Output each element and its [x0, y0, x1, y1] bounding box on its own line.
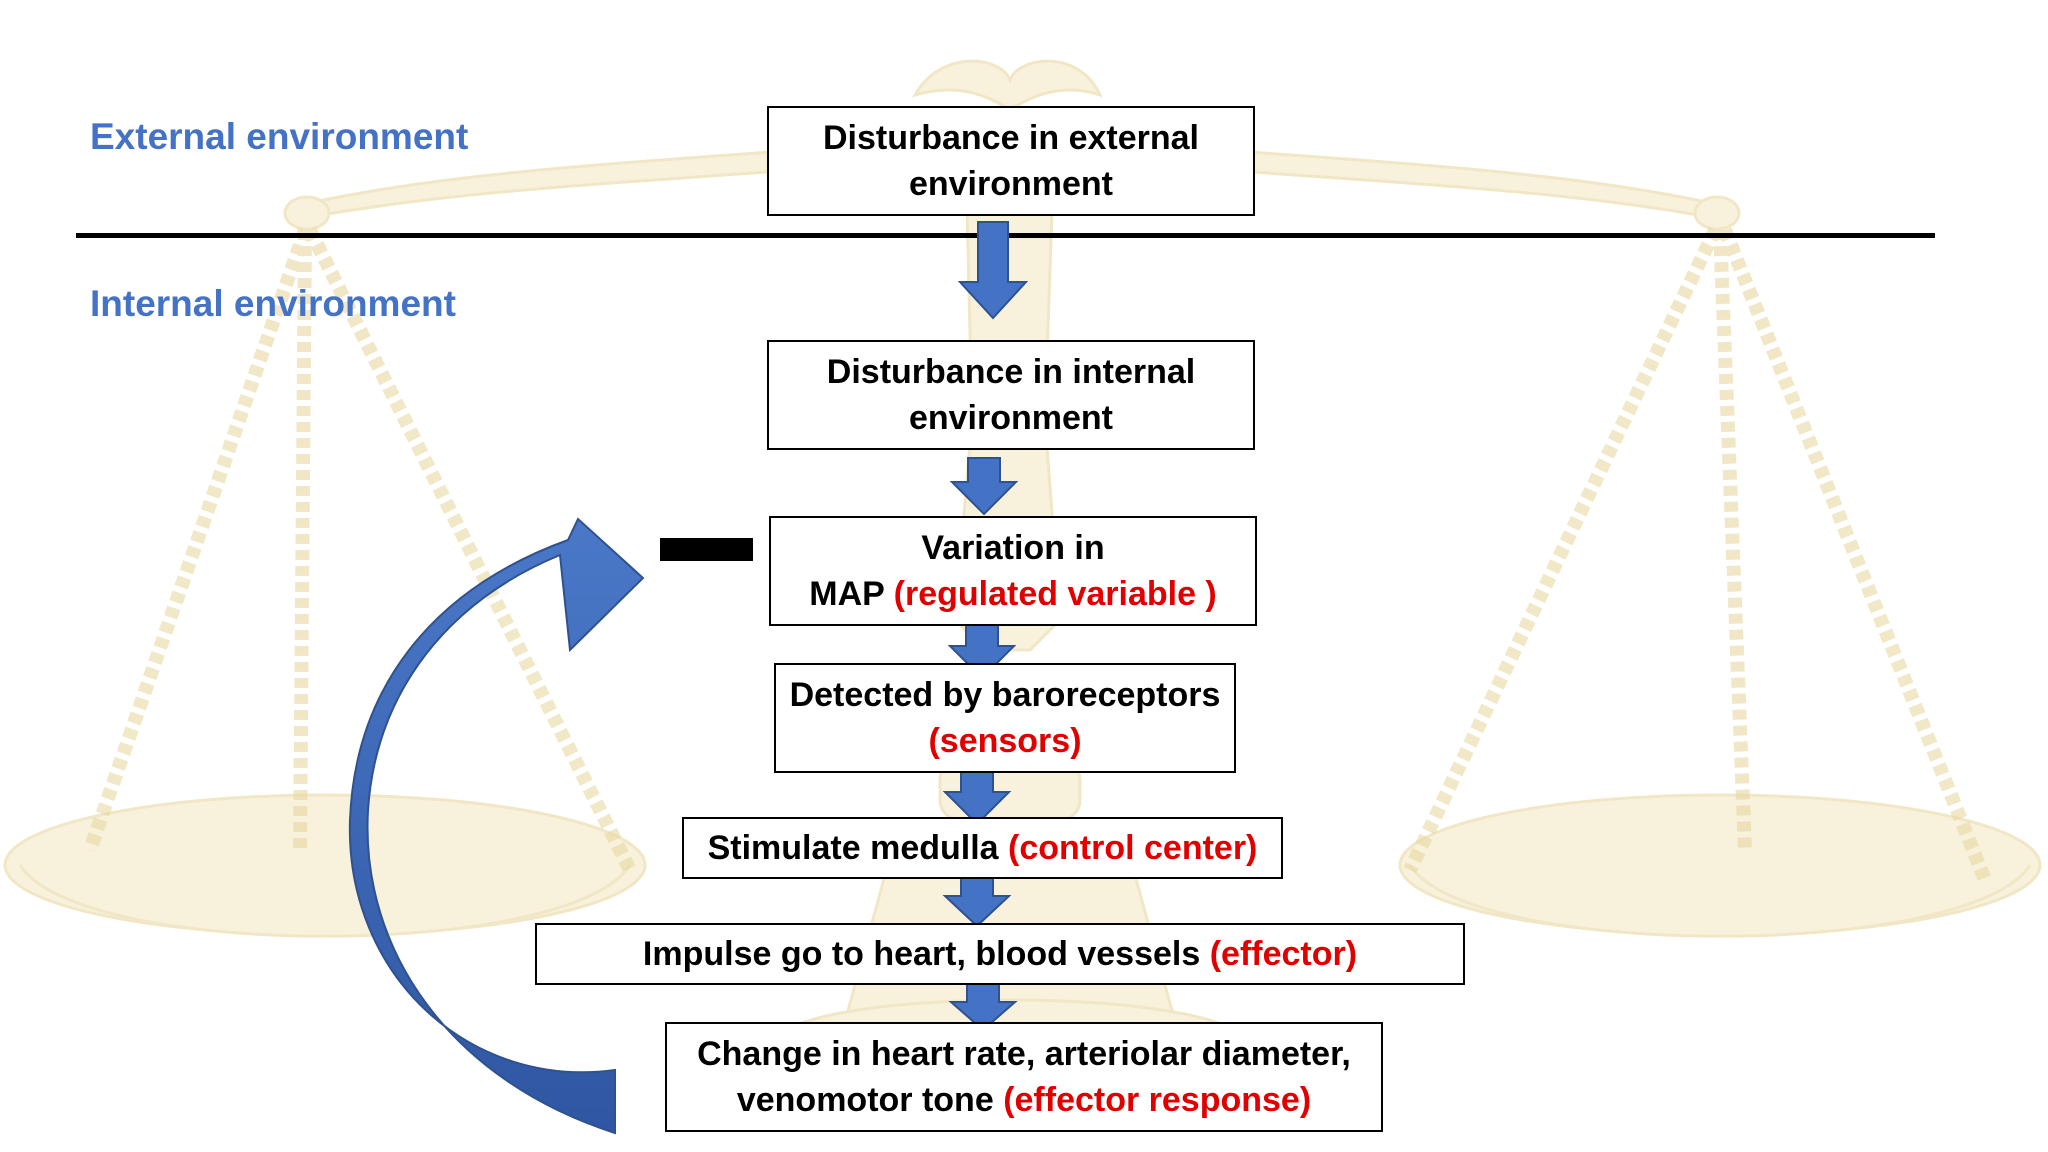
variation-line1: Variation in — [921, 529, 1105, 567]
effector-response-text: (effector response) — [1003, 1081, 1312, 1119]
disturbance-internal-line1: Disturbance in internal — [826, 353, 1196, 391]
sensors-text: (sensors) — [928, 722, 1082, 760]
disturbance-internal-line2: environment — [908, 399, 1114, 437]
control-center-text: (control center) — [1008, 829, 1258, 867]
down-arrow-5 — [942, 877, 1012, 928]
minus-sign — [660, 538, 753, 561]
down-arrow-4 — [942, 767, 1012, 826]
change-line1: Change in heart rate, arteriolar diamete… — [697, 1035, 1351, 1073]
venomotor-tone-text: venomotor tone — [736, 1081, 1004, 1119]
box-disturbance-internal: Disturbance in internal environment — [767, 340, 1255, 450]
detected-line1: Detected by baroreceptors — [789, 676, 1221, 714]
variation-map-text: MAP — [809, 575, 894, 613]
variation-line2: MAP (regulated variable ) — [809, 571, 1217, 617]
internal-environment-label: Internal environment — [90, 283, 456, 324]
change-line2: venomotor tone (effector response) — [737, 1077, 1311, 1123]
box-disturbance-external: Disturbance in external environment — [767, 106, 1255, 216]
box-variation-map: Variation in MAP (regulated variable ) — [769, 516, 1257, 626]
box-effector-response: Change in heart rate, arteriolar diamete… — [665, 1022, 1383, 1132]
negative-feedback-curved-arrow — [348, 517, 645, 1135]
box-baroreceptors: Detected by baroreceptors (sensors) — [774, 663, 1236, 773]
external-environment-label: External environment — [90, 116, 469, 157]
down-arrow-1 — [957, 221, 1029, 320]
down-arrow-6 — [948, 983, 1018, 1032]
down-arrow-3 — [947, 621, 1017, 680]
disturbance-external-line2: environment — [908, 165, 1114, 203]
down-arrow-2 — [949, 457, 1019, 516]
stimulate-medulla-text: Stimulate medulla — [707, 829, 1009, 867]
impulse-text: Impulse go to heart, blood vessels — [642, 935, 1210, 973]
box-medulla: Stimulate medulla (control center) — [682, 817, 1283, 879]
disturbance-external-line1: Disturbance in external — [822, 119, 1199, 157]
box-effector: Impulse go to heart, blood vessels (effe… — [535, 923, 1465, 985]
effector-text: (effector) — [1209, 935, 1358, 973]
regulated-variable-text: (regulated variable ) — [893, 575, 1217, 613]
